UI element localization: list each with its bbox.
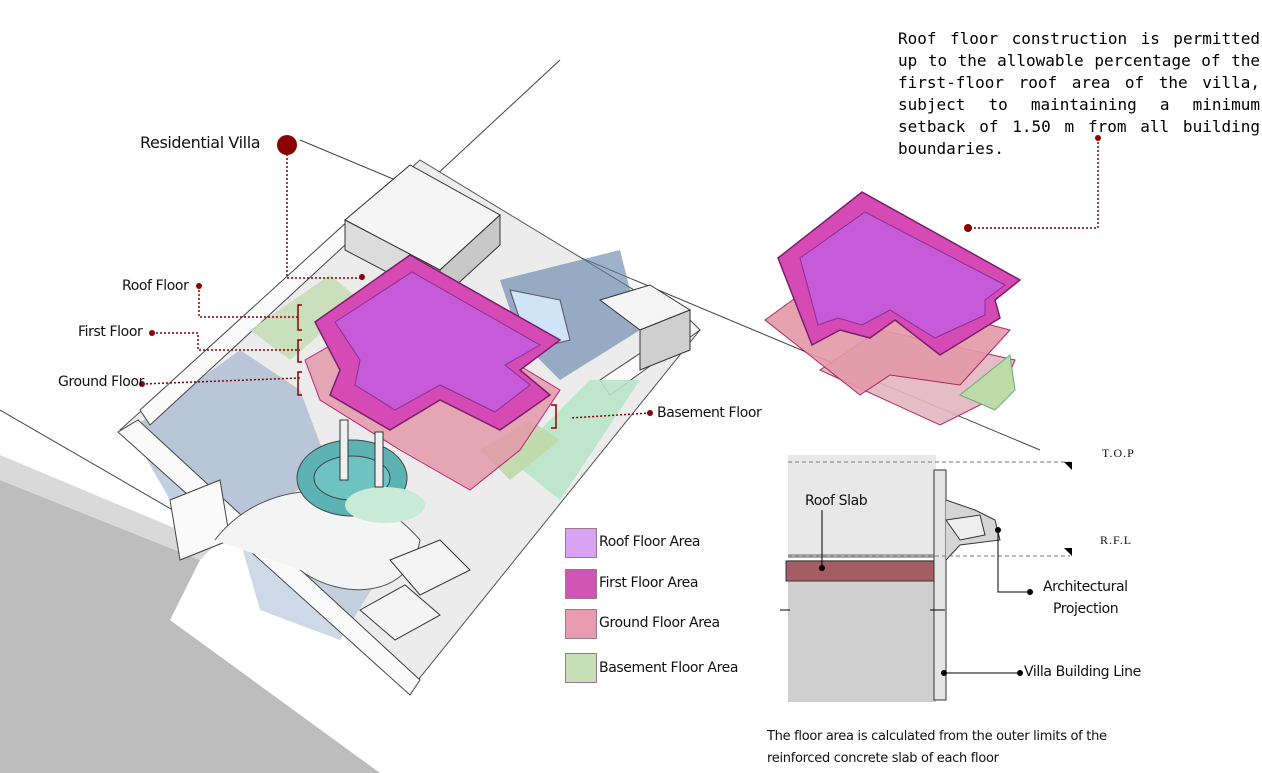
villa-building-line-label: Villa Building Line: [1024, 664, 1141, 680]
street-curb: [0, 455, 215, 560]
basement-floor-callout: Basement Floor: [657, 405, 762, 421]
legend-swatch-ground: [565, 609, 597, 639]
columns: [339, 419, 384, 488]
section-detail: [780, 455, 1072, 702]
legend-swatch-roof: [565, 528, 597, 558]
legend-label-ground: Ground Floor Area: [599, 615, 720, 631]
roof-floor-callout: Roof Floor: [122, 278, 189, 294]
legend-label-basement: Basement Floor Area: [599, 660, 739, 676]
ground-floor-callout: Ground Floor: [58, 374, 144, 390]
rfl-level-label: R.F.L: [1100, 533, 1133, 547]
legend-swatch-basement: [565, 653, 597, 683]
residential-villa-label: Residential Villa: [140, 133, 261, 152]
lawn-area: [345, 487, 425, 523]
first-floor-callout: First Floor: [78, 324, 143, 340]
basement-area-2: [510, 380, 640, 500]
legend-swatch-first: [565, 569, 597, 599]
top-level-label: T.O.P: [1102, 446, 1135, 460]
leader-lines: [141, 138, 1099, 419]
section-caption: The floor area is calculated from the ou…: [767, 729, 1107, 766]
legend-label-first: First Floor Area: [599, 575, 699, 591]
roof-plan-stack: [764, 191, 1022, 426]
brackets: [297, 304, 557, 429]
legend-label-roof: Roof Floor Area: [599, 534, 701, 550]
roof-floor-area: [334, 271, 542, 413]
basement-area: [250, 275, 360, 360]
street: [0, 480, 380, 773]
roof-note: Roof floor construction is permitted up …: [898, 29, 1260, 158]
roof-slab-label: Roof Slab: [805, 493, 868, 509]
kiosks: [359, 539, 471, 641]
arch-projection-label-1: Architectural: [1043, 579, 1128, 595]
leader-dots: [139, 135, 1101, 416]
arch-projection-label-2: Projection: [1053, 601, 1119, 617]
